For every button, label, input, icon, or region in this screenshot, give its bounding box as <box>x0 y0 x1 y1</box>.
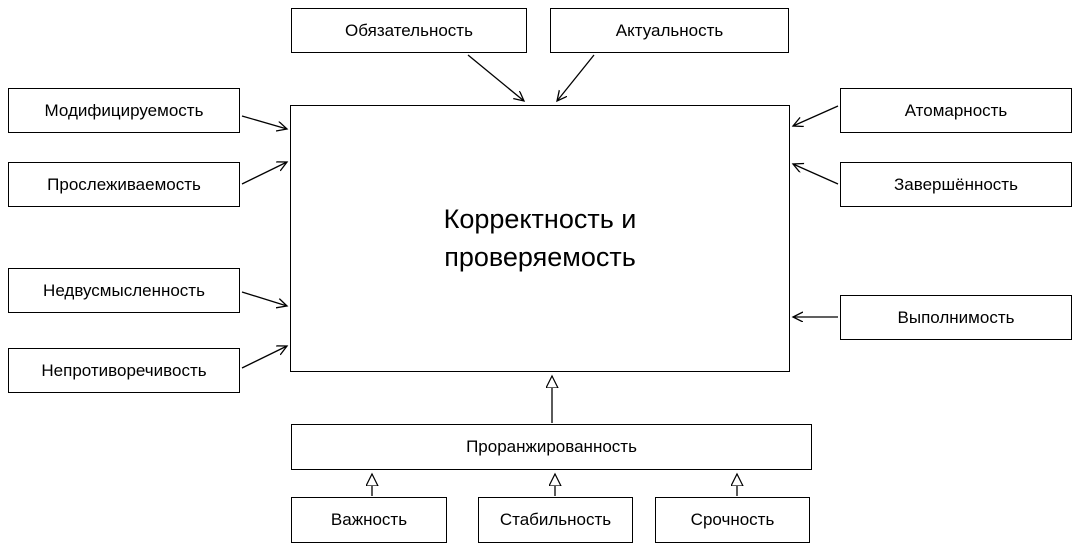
node-modifiability: Модифицируемость <box>8 88 240 133</box>
node-completeness: Завершённость <box>840 162 1072 207</box>
node-importance: Важность <box>291 497 447 543</box>
node-label: Прослеживаемость <box>47 174 201 194</box>
node-label: Модифицируемость <box>44 100 204 120</box>
node-label: Важность <box>330 510 408 529</box>
node-label: Стабильность <box>499 510 612 529</box>
arrow-consistency <box>241 346 287 369</box>
node-obligatoriness: Обязательность <box>291 8 527 53</box>
node-urgency: Срочность <box>655 497 810 543</box>
node-label: Проранжированность <box>466 437 637 456</box>
node-stability: Стабильность <box>478 497 633 543</box>
arrow-traceability <box>241 162 287 185</box>
node-unambiguity: Недвусмысленность <box>8 268 240 313</box>
center-label: Корректность и проверяемость <box>443 203 637 272</box>
node-feasibility: Выполнимость <box>840 295 1072 340</box>
node-atomicity: Атомарность <box>840 88 1072 133</box>
node-label: Завершённость <box>894 174 1018 194</box>
node-correctness-verifiability: Корректность и проверяемость <box>290 105 790 372</box>
node-label: Непротиворечивость <box>41 360 207 380</box>
arrow-relevance <box>557 54 595 101</box>
node-label: Атомарность <box>904 100 1008 120</box>
node-relevance: Актуальность <box>550 8 789 53</box>
arrow-completeness <box>793 164 839 185</box>
node-traceability: Прослеживаемость <box>8 162 240 207</box>
node-label: Недвусмысленность <box>43 280 205 300</box>
arrow-obligatoriness <box>467 54 524 101</box>
node-label: Актуальность <box>615 20 724 40</box>
arrow-atomicity <box>793 105 839 126</box>
node-ranking: Проранжированность <box>291 424 812 470</box>
arrow-unambiguity <box>241 291 287 306</box>
node-label: Срочность <box>690 510 775 529</box>
node-consistency: Непротиворечивость <box>8 348 240 393</box>
node-label: Выполнимость <box>897 307 1015 327</box>
node-label: Обязательность <box>345 20 473 40</box>
arrow-modifiability <box>241 115 287 129</box>
